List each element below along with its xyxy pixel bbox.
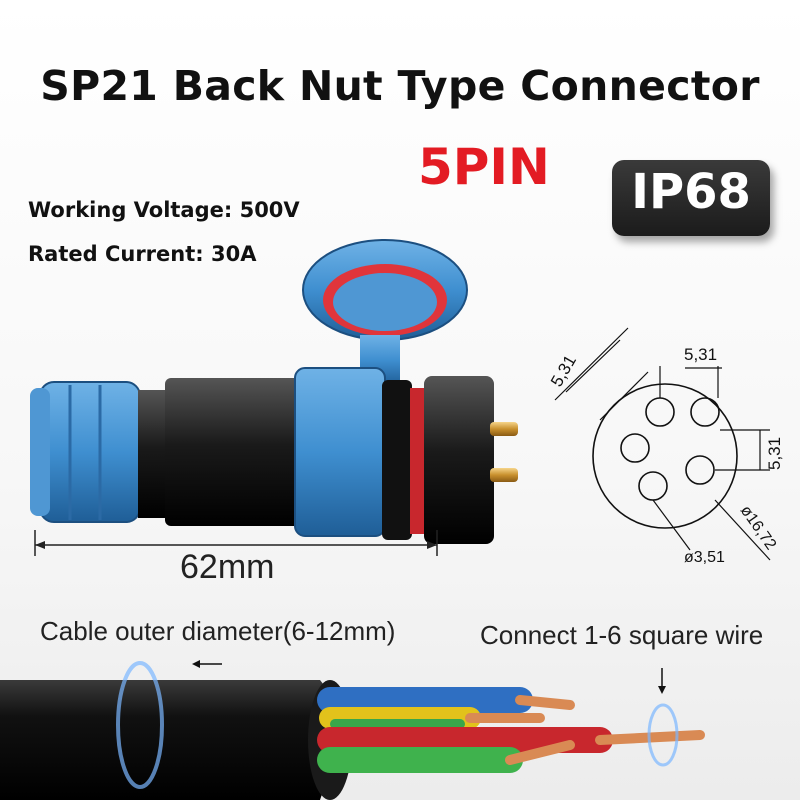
ip-rating-badge — [612, 160, 770, 236]
pin-spacing-label-a: 5,31 — [547, 352, 580, 390]
pin-layout-diagram — [554, 327, 771, 561]
cable-illustration — [0, 660, 705, 800]
thread-section — [138, 390, 168, 518]
panel-flange — [382, 380, 412, 540]
back-nut — [30, 381, 141, 523]
gold-pin — [490, 422, 518, 436]
outer-diameter-label: ø16,72 — [737, 503, 780, 554]
length-dimension-line — [34, 530, 438, 556]
seal-ring — [410, 388, 424, 534]
working-voltage-spec: Working Voltage: 500V — [28, 198, 300, 222]
diameter-ring-icon — [116, 661, 164, 789]
wire-gauge-label: Connect 1-6 square wire — [480, 620, 764, 650]
ip-rating-text: IP68 — [631, 164, 751, 220]
protective-cap — [302, 239, 468, 385]
pin-spacing-label-b: 5,31 — [684, 345, 717, 364]
length-dimension-label: 62mm — [180, 548, 275, 586]
rated-current-spec: Rated Current: 30A — [28, 242, 257, 266]
gold-pin — [490, 468, 518, 482]
connector-body — [165, 378, 300, 526]
pin-diameter-label: ø3,51 — [684, 549, 725, 566]
cable-diameter-label: Cable outer diameter(6-12mm) — [40, 616, 396, 646]
panel-nut — [424, 376, 494, 544]
wire-ring-icon — [647, 703, 679, 767]
pin-spacing-label-c: 5,31 — [765, 437, 784, 470]
product-title: SP21 Back Nut Type Connector — [40, 62, 760, 110]
coupling-nut — [294, 367, 386, 537]
pin-count-label: 5PIN — [418, 138, 550, 196]
